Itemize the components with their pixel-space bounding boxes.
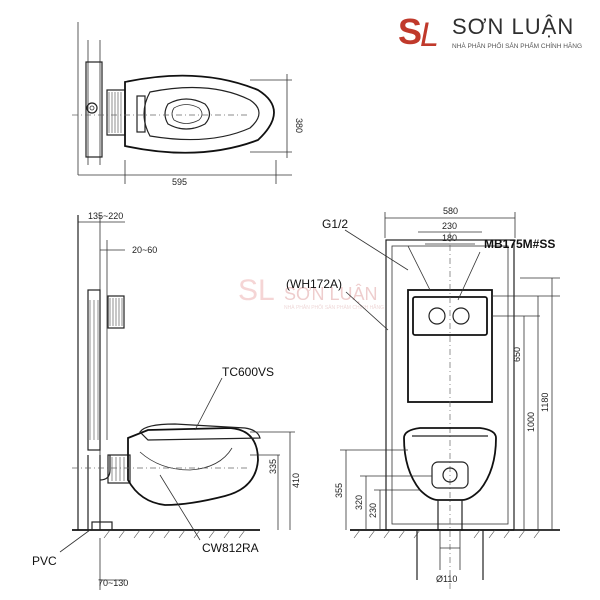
side-view: 135~220 20~60	[32, 211, 301, 590]
top-view: 380 595	[72, 22, 304, 187]
front-dim-diameter: Ø110	[436, 574, 457, 584]
front-view: 580 230 180 G1/2 MB175M#SS (WH172A)	[286, 206, 560, 590]
side-dim-outlet-height: 335	[268, 459, 278, 474]
front-dim-230: 230	[442, 221, 457, 231]
front-dim-355: 355	[334, 483, 344, 498]
front-dim-frame-width: 580	[443, 206, 458, 216]
side-dim-outlet: 70~130	[98, 578, 128, 588]
watermark: SL SƠN LUẬN NHÀ PHÂN PHỐI SẢN PHẨM CHÍNH…	[238, 274, 384, 311]
watermark-tagline: NHÀ PHÂN PHỐI SẢN PHẨM CHÍNH HÃNG	[284, 304, 384, 311]
logo-letter-l: L	[420, 16, 439, 54]
label-bowl: CW812RA	[202, 541, 259, 555]
brand-name: SƠN LUẬN	[452, 14, 574, 39]
brand-logo: S L SƠN LUẬN NHÀ PHÂN PHỐI SẢN PHẨM CHÍN…	[398, 10, 582, 54]
watermark-logo: SL	[238, 274, 275, 307]
side-dim-offset: 20~60	[132, 245, 157, 255]
front-dim-180: 180	[442, 233, 457, 243]
label-pipe: PVC	[32, 554, 57, 568]
front-dim-650: 650	[512, 347, 522, 362]
label-plate: MB175M#SS	[484, 237, 555, 251]
label-frame: (WH172A)	[286, 277, 342, 291]
front-dim-1000: 1000	[526, 412, 536, 432]
side-dim-wall-depth: 135~220	[88, 211, 123, 221]
logo-letter-s: S	[398, 11, 422, 52]
front-dim-320: 320	[354, 495, 364, 510]
top-dim-depth: 380	[294, 118, 304, 133]
label-seat: TC600VS	[222, 365, 274, 379]
label-inlet: G1/2	[322, 217, 348, 231]
front-dim-1180: 1180	[540, 393, 550, 412]
front-dim-230-low: 230	[368, 503, 378, 518]
top-dim-width: 595	[172, 177, 187, 187]
side-dim-bowl-height: 410	[291, 473, 301, 488]
brand-tagline: NHÀ PHÂN PHỐI SẢN PHẨM CHÍNH HÃNG	[452, 40, 582, 50]
